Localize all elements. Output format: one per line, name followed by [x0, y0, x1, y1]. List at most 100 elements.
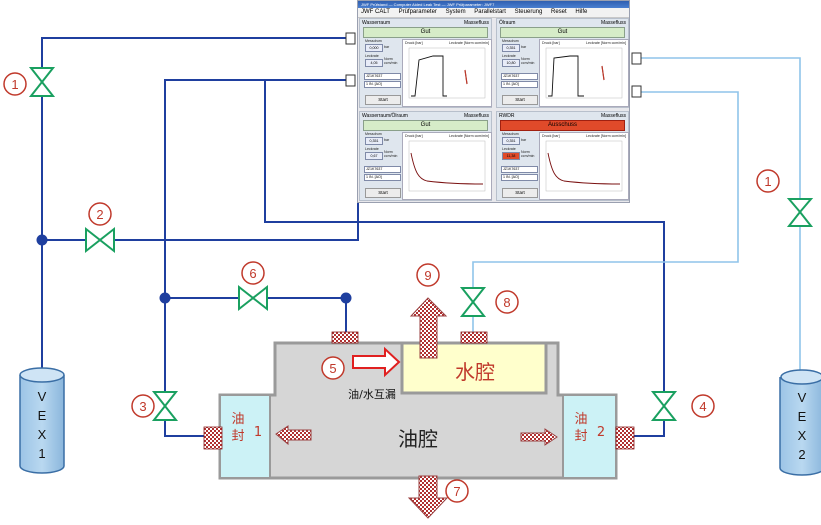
panel-mode: Massefluss — [600, 20, 626, 26]
valve-4-top — [650, 391, 678, 408]
menu-item[interactable]: System — [445, 9, 466, 15]
junction-dot — [36, 234, 48, 246]
software-menubar: JWF CALT Prüfparameter System Parallelst… — [358, 8, 629, 18]
fitting-top-left — [331, 331, 359, 344]
vex1-char-2: E — [38, 408, 47, 423]
plot-left-label: Druck [bar] — [542, 134, 560, 138]
panel-name: Wasserraum/Ölraum — [362, 113, 408, 119]
menu-item[interactable]: JWF CALT — [361, 9, 390, 15]
light-pipes — [472, 57, 801, 372]
plot-left-label: Druck [bar] — [542, 41, 560, 45]
fittings — [203, 331, 635, 450]
panel-header: Wasserraum Massefluss — [362, 20, 489, 26]
vex2-tank — [779, 369, 821, 476]
part-select[interactable]: JZ1K7637 — [364, 166, 401, 173]
menu-item[interactable]: Parallelstart — [474, 9, 506, 15]
meas-label: Messdrum — [365, 39, 382, 43]
marker-circle — [321, 356, 345, 380]
plot-right-label: Leckrate [Norm ccm/min] — [449, 41, 489, 45]
marker-circle — [416, 263, 440, 287]
valve-2-right — [98, 226, 115, 254]
marker-1-left: 1 — [11, 77, 18, 92]
start-button[interactable]: Start — [502, 188, 538, 198]
arrow-left-seal1 — [275, 425, 312, 446]
junction-dot — [340, 292, 352, 304]
marker-5: 5 — [329, 361, 336, 376]
panel-name: Wasserraum — [362, 20, 391, 26]
type-select[interactable]: 1 IN. [AO] — [501, 174, 538, 181]
pipe-vex1-to-test-port — [41, 37, 348, 368]
seal-2-char-3: 2 — [597, 425, 605, 440]
valves — [28, 67, 814, 421]
port-stub — [631, 85, 642, 98]
panel-header: RWDR Massefluss — [499, 113, 626, 119]
menu-item[interactable]: Steuerung — [514, 9, 543, 15]
arrow-up-9 — [409, 297, 448, 359]
vex1-char-3: X — [38, 427, 47, 442]
leak-unit: Norm ccm/min — [384, 57, 398, 65]
valve-8-top — [459, 287, 487, 304]
part-select[interactable]: JZ1K7637 — [501, 166, 538, 173]
panel-mode: Massefluss — [600, 113, 626, 119]
arrow-right-seal2 — [520, 428, 558, 446]
status-badge: Gut — [363, 120, 488, 131]
vex2-char-1: V — [798, 390, 807, 405]
meas-label: Messdrum — [502, 132, 519, 136]
vex2-char-3: X — [798, 428, 807, 443]
plot-curve — [408, 47, 486, 99]
port-stub — [345, 32, 356, 45]
status-badge: Gut — [363, 27, 488, 38]
meas-value: 0,000 — [365, 44, 383, 52]
leak-unit: Norm ccm/min — [521, 150, 535, 158]
menu-item[interactable]: Reset — [551, 9, 567, 15]
part-select[interactable]: JZ1K7637 — [501, 73, 538, 80]
leak-value: 11,38 — [502, 152, 520, 160]
port-stub — [345, 74, 356, 87]
type-select[interactable]: 1 IN. [AO] — [501, 81, 538, 88]
marker-circle — [131, 394, 155, 418]
type-select[interactable]: 1 IN. [AO] — [364, 174, 401, 181]
leak-value: 10,80 — [502, 59, 520, 67]
water-chamber-label: 水腔 — [455, 360, 495, 384]
marker-9: 9 — [424, 268, 431, 283]
fitting-left — [203, 426, 223, 450]
valve-3-top — [151, 391, 179, 408]
plot-curve — [545, 140, 623, 192]
marker-7: 7 — [453, 484, 460, 499]
pipe-right-seal — [264, 80, 665, 437]
menu-item[interactable]: Hilfe — [575, 9, 588, 15]
panel-mode: Massefluss — [463, 20, 489, 26]
vex1-char-1: V — [38, 389, 47, 404]
port-stubs — [345, 32, 642, 98]
pressure-plot: Druck [bar]Leckrate [Norm ccm/min] — [402, 132, 492, 200]
leak-unit: Norm ccm/min — [521, 57, 535, 65]
menu-item[interactable]: Prüfparameter — [398, 9, 437, 15]
plot-curve — [408, 140, 486, 192]
valve-1-right-bottom — [786, 210, 814, 227]
meas-unit: bar — [384, 138, 390, 142]
plot-left-label: Druck [bar] — [405, 41, 423, 45]
meas-unit: bar — [384, 45, 390, 49]
start-button[interactable]: Start — [502, 95, 538, 105]
oil-seal-1-shape — [219, 394, 271, 479]
part-select[interactable]: JZ1K7637 — [364, 73, 401, 80]
fitting-right — [615, 426, 635, 450]
marker-circle — [691, 394, 715, 418]
leak-unit: Norm ccm/min — [384, 150, 398, 158]
panel-name: RWDR — [499, 113, 515, 119]
seal-2-char-2: 封 — [574, 429, 587, 444]
junction-dot — [159, 292, 171, 304]
port-stub — [631, 52, 642, 65]
start-button[interactable]: Start — [365, 188, 401, 198]
start-button[interactable]: Start — [365, 95, 401, 105]
dark-pipes — [41, 37, 665, 437]
type-select[interactable]: 1 IN. [AO] — [364, 81, 401, 88]
pipe-water-chamber-line — [472, 91, 739, 335]
arrow-right-5 — [352, 346, 401, 378]
junctions — [36, 234, 352, 304]
